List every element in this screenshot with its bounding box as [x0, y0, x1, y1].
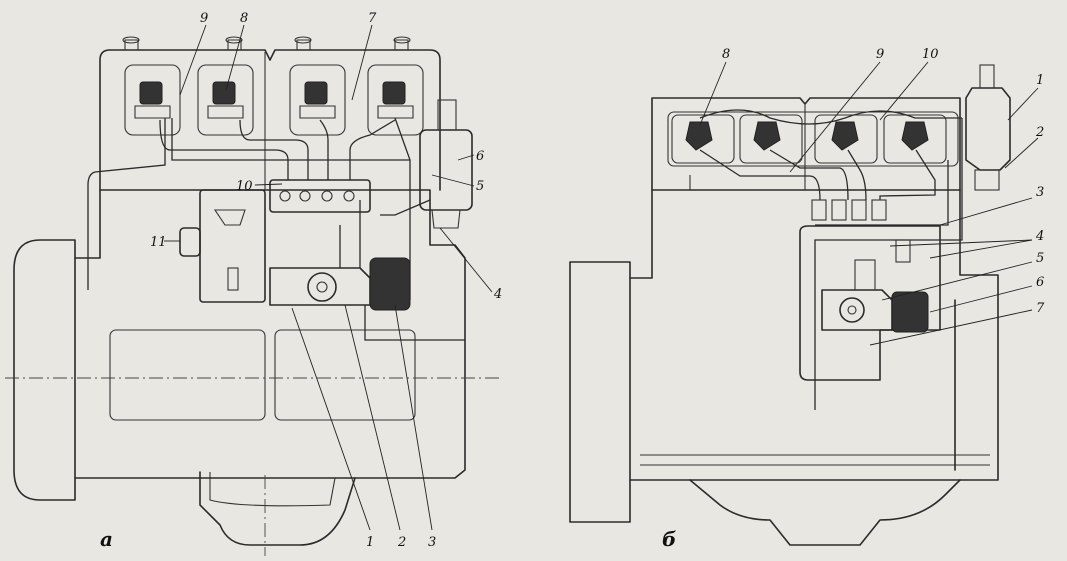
- callout-b-7: 7: [1036, 301, 1045, 316]
- callout-a-10: 10: [236, 179, 253, 194]
- callout-b-2: 2: [1035, 125, 1044, 140]
- callout-a-1: 1: [366, 535, 374, 550]
- callout-b-3: 3: [1036, 185, 1044, 200]
- panel-b-leaders: [699, 61, 1039, 346]
- callout-b-8: 8: [722, 47, 730, 62]
- callout-a-11: 11: [150, 235, 167, 250]
- callout-a-2: 2: [397, 535, 406, 550]
- callout-a-6: 6: [476, 149, 484, 164]
- panel-a-callouts: 9 8 7 10 6 5 11 4 1 2 3 а: [100, 11, 502, 551]
- callout-a-7: 7: [368, 11, 377, 26]
- panel-letter-b: б: [662, 527, 676, 551]
- callout-a-8: 8: [240, 11, 248, 26]
- callout-b-9: 9: [876, 47, 884, 62]
- callout-a-5: 5: [476, 179, 484, 194]
- panel-a-engine: [5, 36, 500, 556]
- callout-b-1: 1: [1036, 73, 1044, 88]
- callout-b-10: 10: [922, 47, 939, 62]
- callout-a-9: 9: [200, 11, 208, 26]
- callout-a-3: 3: [428, 535, 436, 550]
- callout-b-6: 6: [1036, 275, 1044, 290]
- callout-a-4: 4: [493, 287, 502, 302]
- callout-b-4: 4: [1035, 229, 1044, 244]
- panel-letter-a: а: [100, 527, 113, 551]
- panel-a-leaders: [164, 24, 493, 531]
- callout-b-5: 5: [1036, 251, 1044, 266]
- panel-b-callouts: 8 9 10 1 2 3 4 5 6 7 б: [662, 47, 1045, 551]
- panel-b-engine: [569, 64, 1011, 546]
